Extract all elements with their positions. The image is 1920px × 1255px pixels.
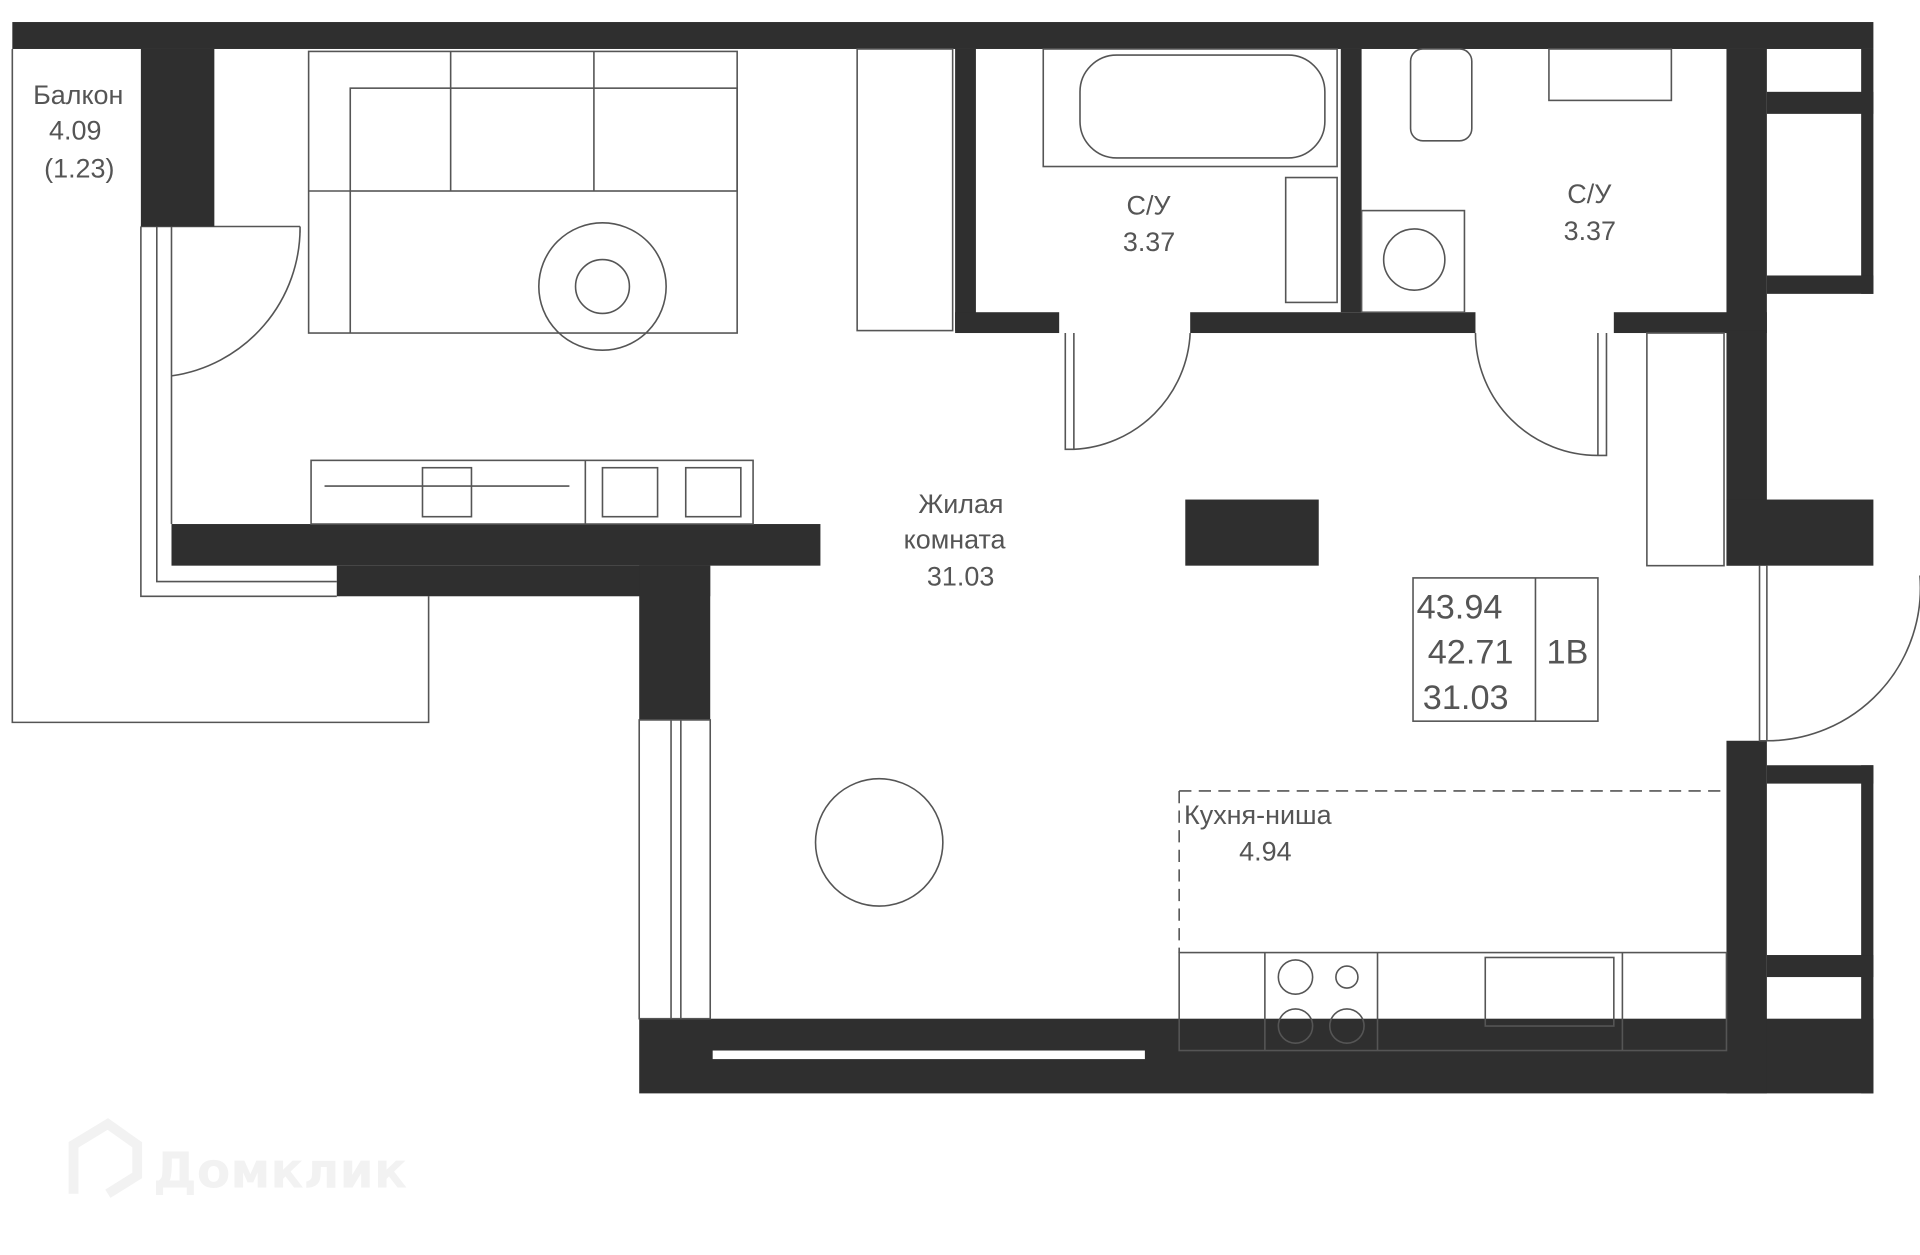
kitchen-name: Кухня-ниша <box>1184 800 1332 830</box>
bathroom-2-name: С/У <box>1567 179 1612 209</box>
balcony-area: 4.09 <box>49 116 101 146</box>
bathroom-1-area: 3.37 <box>1123 227 1175 257</box>
watermark-text: Домклик <box>153 1143 407 1200</box>
balcony-reduced-area: (1.23) <box>44 154 114 184</box>
bathroom-1-name: С/У <box>1127 190 1172 220</box>
doors[interactable] <box>171 226 1920 742</box>
bathroom-2-area: 3.37 <box>1564 216 1616 246</box>
balcony-name: Балкон <box>33 80 123 110</box>
summary-living-area: 31.03 <box>1423 679 1509 717</box>
living-area: 31.03 <box>927 561 994 591</box>
total-area: 43.94 <box>1417 588 1503 626</box>
living-name-1: Жилая <box>918 489 1003 519</box>
apartment-type: 1В <box>1546 634 1588 672</box>
summary-box: 43.94 42.71 31.03 1В <box>1412 577 1599 722</box>
walls <box>12 22 1874 1094</box>
balcony-outline <box>11 48 430 724</box>
living-name-2: комната <box>904 525 1006 555</box>
furniture <box>307 48 1728 1052</box>
area-without-balcony: 42.71 <box>1428 634 1514 672</box>
windows <box>638 719 712 1020</box>
domclick-watermark: Домклик <box>68 1118 407 1200</box>
kitchen-area: 4.94 <box>1239 837 1291 867</box>
